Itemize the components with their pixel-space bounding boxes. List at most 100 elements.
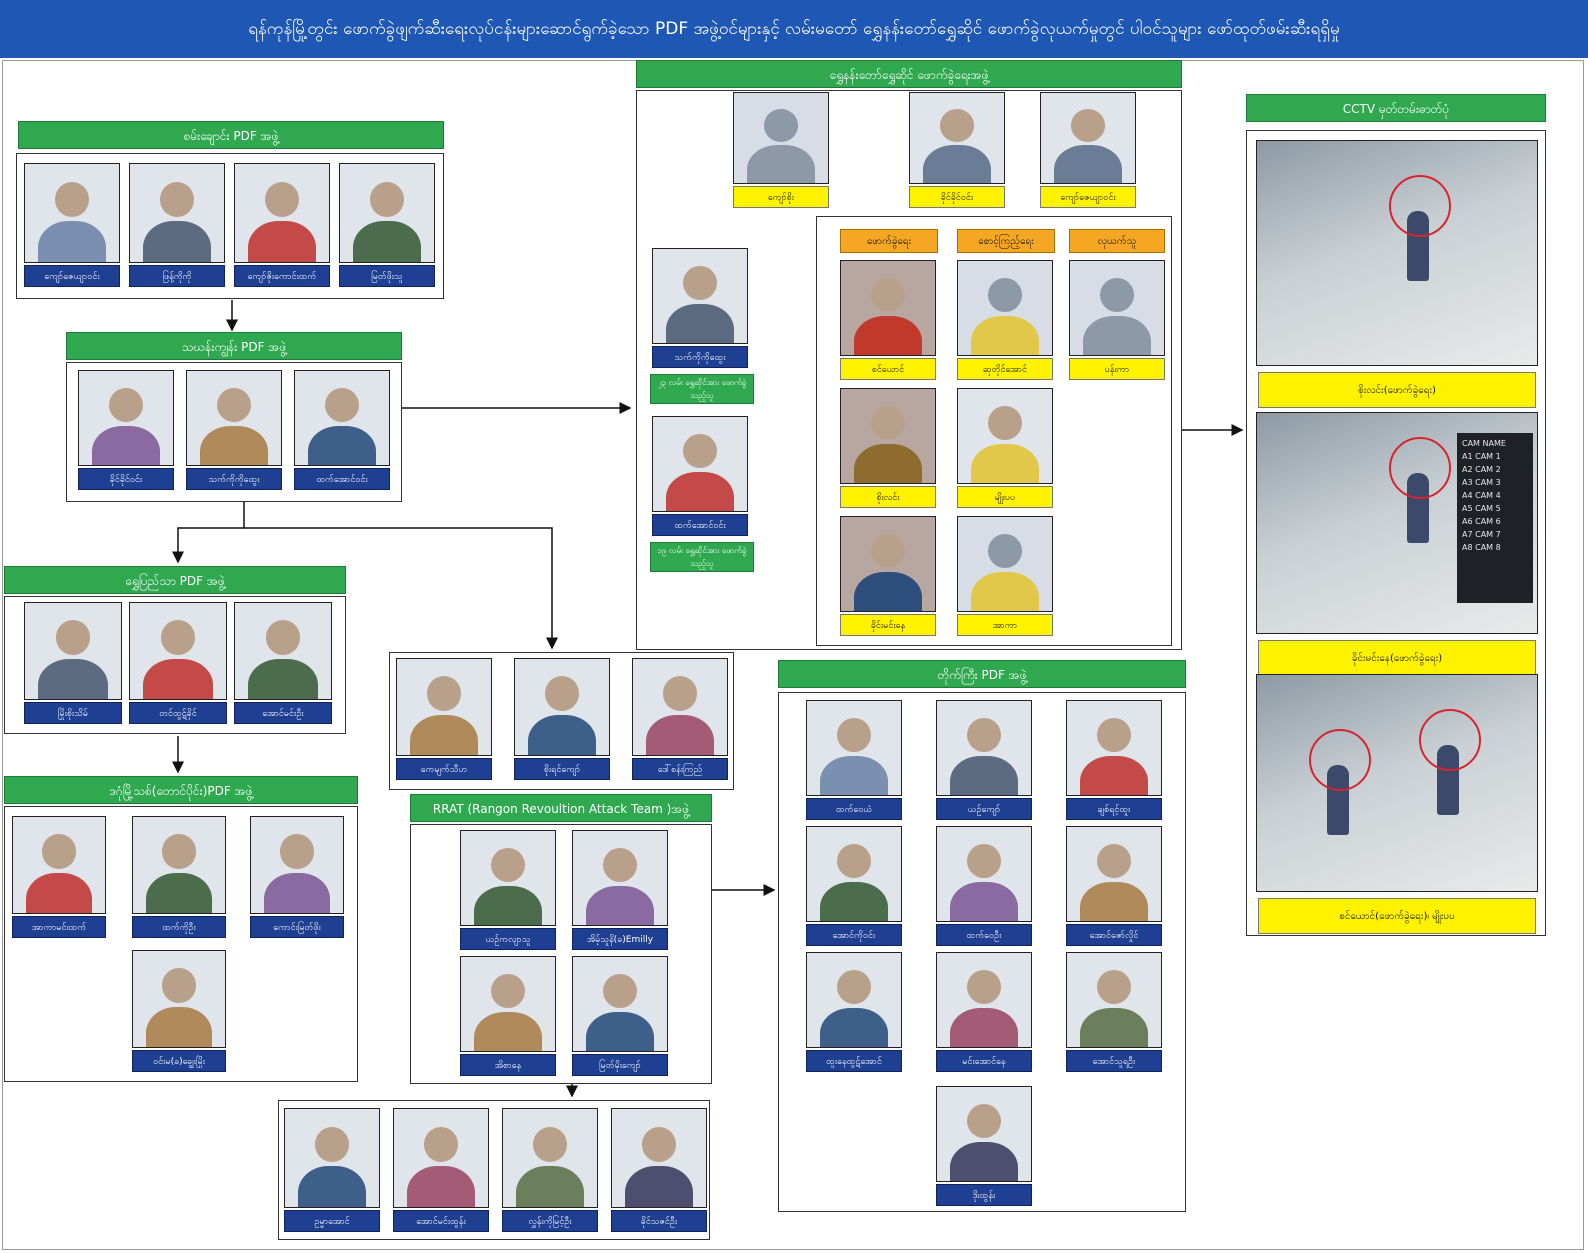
member-card: မင်းအောင်နေ — [936, 952, 1032, 1072]
member-card: စင်ယောင် — [840, 260, 936, 380]
member-name: ခိုင်ခိုင်ဝင်း — [909, 186, 1005, 208]
member-card: ယဉ်ကလျာသူ — [460, 830, 556, 950]
member-photo — [186, 370, 282, 466]
member-photo — [611, 1108, 707, 1208]
page-title: ရန်ကုန်မြို့တွင်း ဖောက်ခွဲဖျက်ဆီးရေးလုပ်… — [0, 0, 1588, 58]
member-name: ထက်အောင်ဝင်း — [652, 514, 748, 536]
member-name: အာကာ — [957, 614, 1053, 636]
member-photo — [129, 602, 227, 700]
camera-entry: A2 CAM 2 — [1462, 465, 1501, 474]
highlight-circle — [1389, 437, 1451, 499]
member-name: မြတ်ဖိုးသူ — [339, 265, 435, 287]
member-photo — [806, 952, 902, 1048]
member-name: သက်ကိုကိုထွေး — [652, 346, 748, 368]
member-name: ထက်အောင်ဝင်း — [294, 468, 390, 490]
member-photo — [806, 826, 902, 922]
member-card: စိုးရင်ကျော် — [514, 658, 610, 780]
member-card: ချစ်ရင့်ထူး — [1066, 700, 1162, 820]
member-name: မျိုးပပ — [957, 486, 1053, 508]
member-name: ထူးနေထွဋ်အောင် — [806, 1050, 902, 1072]
member-card: မြိုးစိုးသိမ် — [24, 602, 122, 724]
highlight-circle — [1309, 729, 1371, 791]
cctv-caption: စင်ယောင်(ဖောက်ခွဲရေး)၊ မျိုးပပ — [1258, 898, 1536, 934]
member-name: အောင်သူရဦး — [1066, 1050, 1162, 1072]
member-photo — [502, 1108, 598, 1208]
member-photo — [936, 952, 1032, 1048]
member-card: တင်ထွဋ်ခိုင် — [129, 602, 227, 724]
member-name: အောင်မင်းထွန်း — [393, 1210, 489, 1232]
member-card: ကျော်ဇေယျာဝင်း — [24, 163, 120, 287]
member-card: ဒေါ်စန်းကြည် — [632, 658, 728, 780]
silhouette-icon — [957, 516, 1053, 612]
member-card: ပန်းကာ — [1069, 260, 1165, 380]
member-card: ခိုင်းမင်းနေ — [840, 516, 936, 636]
member-name: မြိုးစိုးသိမ် — [24, 702, 122, 724]
member-name: အောင်မင်းဦး — [234, 702, 332, 724]
member-name: ခိုင်ခိုင်ဝင်း — [78, 468, 174, 490]
member-card: ကျော်စိုး — [733, 92, 829, 208]
member-card: အာကာမင်းထက် — [12, 816, 106, 938]
member-photo — [284, 1108, 380, 1208]
member-card: အောင်မင်းထွန်း — [393, 1108, 489, 1232]
role-header: ဖောက်ခွဲရေး — [840, 229, 938, 253]
member-card: ထက်ဝေယံ — [806, 700, 902, 820]
member-name: ခိုင်သဇင်ဦး — [611, 1210, 707, 1232]
role-header: စောင့်ကြည့်ရေး — [957, 229, 1055, 253]
cctv-caption: ခိုင်းမင်းနေ(ဖောက်ခွဲရေး) — [1258, 640, 1536, 676]
member-name: လွှန်းကိုမြင့်ဦး — [502, 1210, 598, 1232]
member-photo — [840, 388, 936, 484]
member-photo — [132, 816, 226, 914]
member-photo — [294, 370, 390, 466]
camera-entry: A7 CAM 7 — [1462, 530, 1501, 539]
member-card: သက်ကိုကိုထွေး — [186, 370, 282, 490]
camera-entry: A6 CAM 6 — [1462, 517, 1501, 526]
member-card: ဆုတိုင်အောင် — [957, 260, 1053, 380]
group-header-dagon: ဒဂုံမြို့သစ်(တောင်ပိုင်း)PDF အဖွဲ့ — [4, 776, 358, 804]
member-photo — [460, 830, 556, 926]
member-card: အောင်ကိုဝင်း — [806, 826, 902, 946]
member-photo — [514, 658, 610, 756]
member-card: ထက်ကိုဦး — [132, 816, 226, 938]
member-name: အာကာမင်းထက် — [12, 916, 106, 938]
member-card: အာကာ — [957, 516, 1053, 636]
member-name: စိုးရင်ကျော် — [514, 758, 610, 780]
member-name: အိစာနေ — [460, 1054, 556, 1076]
member-photo — [129, 163, 225, 263]
member-card: စိုးလင်း — [840, 388, 936, 508]
silhouette-icon — [733, 92, 829, 184]
member-card: မြတ်ဖိုးသူ — [339, 163, 435, 287]
member-name: ပန်းကာ — [1069, 358, 1165, 380]
member-name: သက်ကိုကိုထွေး — [186, 468, 282, 490]
member-photo — [1066, 700, 1162, 796]
member-name: ဥမ္မာအောင် — [284, 1210, 380, 1232]
member-name: ယဉ်ကျော် — [936, 798, 1032, 820]
member-name: ဒေါ်စန်းကြည် — [632, 758, 728, 780]
member-photo — [806, 700, 902, 796]
member-name: ချစ်ရင့်ထူး — [1066, 798, 1162, 820]
group-header-semichaung: စမ်းချောင်း PDF အဖွဲ့ — [18, 121, 444, 149]
member-name: တင်ထွဋ်ခိုင် — [129, 702, 227, 724]
member-name: အိမ့်သူနိ(ခ)Emilly — [572, 928, 668, 950]
member-photo — [572, 830, 668, 926]
member-photo — [12, 816, 106, 914]
camera-entry: A5 CAM 5 — [1462, 504, 1501, 513]
member-name: ထက်ကိုဦး — [132, 916, 226, 938]
cctv-image — [1256, 140, 1538, 366]
member-photo — [339, 163, 435, 263]
member-photo — [250, 816, 344, 914]
member-photo — [234, 602, 332, 700]
member-card: မျိုးပပ — [957, 388, 1053, 508]
member-name: မင်းအောင်နေ — [936, 1050, 1032, 1072]
member-name: ကောင်းမြတ်ဖိုး — [250, 916, 344, 938]
member-card: ခိုင်ခိုင်ဝင်း — [78, 370, 174, 490]
member-card: ဖြန့်ကိုကို — [129, 163, 225, 287]
member-photo — [1040, 92, 1136, 184]
member-photo — [936, 700, 1032, 796]
member-photo — [393, 1108, 489, 1208]
member-card: အိမ့်သူနိ(ခ)Emilly — [572, 830, 668, 950]
member-name: စင်ယောင် — [840, 358, 936, 380]
member-card: ထက်ဝေဦး — [936, 826, 1032, 946]
member-photo — [572, 956, 668, 1052]
member-name: အောင်ကိုဝင်း — [806, 924, 902, 946]
